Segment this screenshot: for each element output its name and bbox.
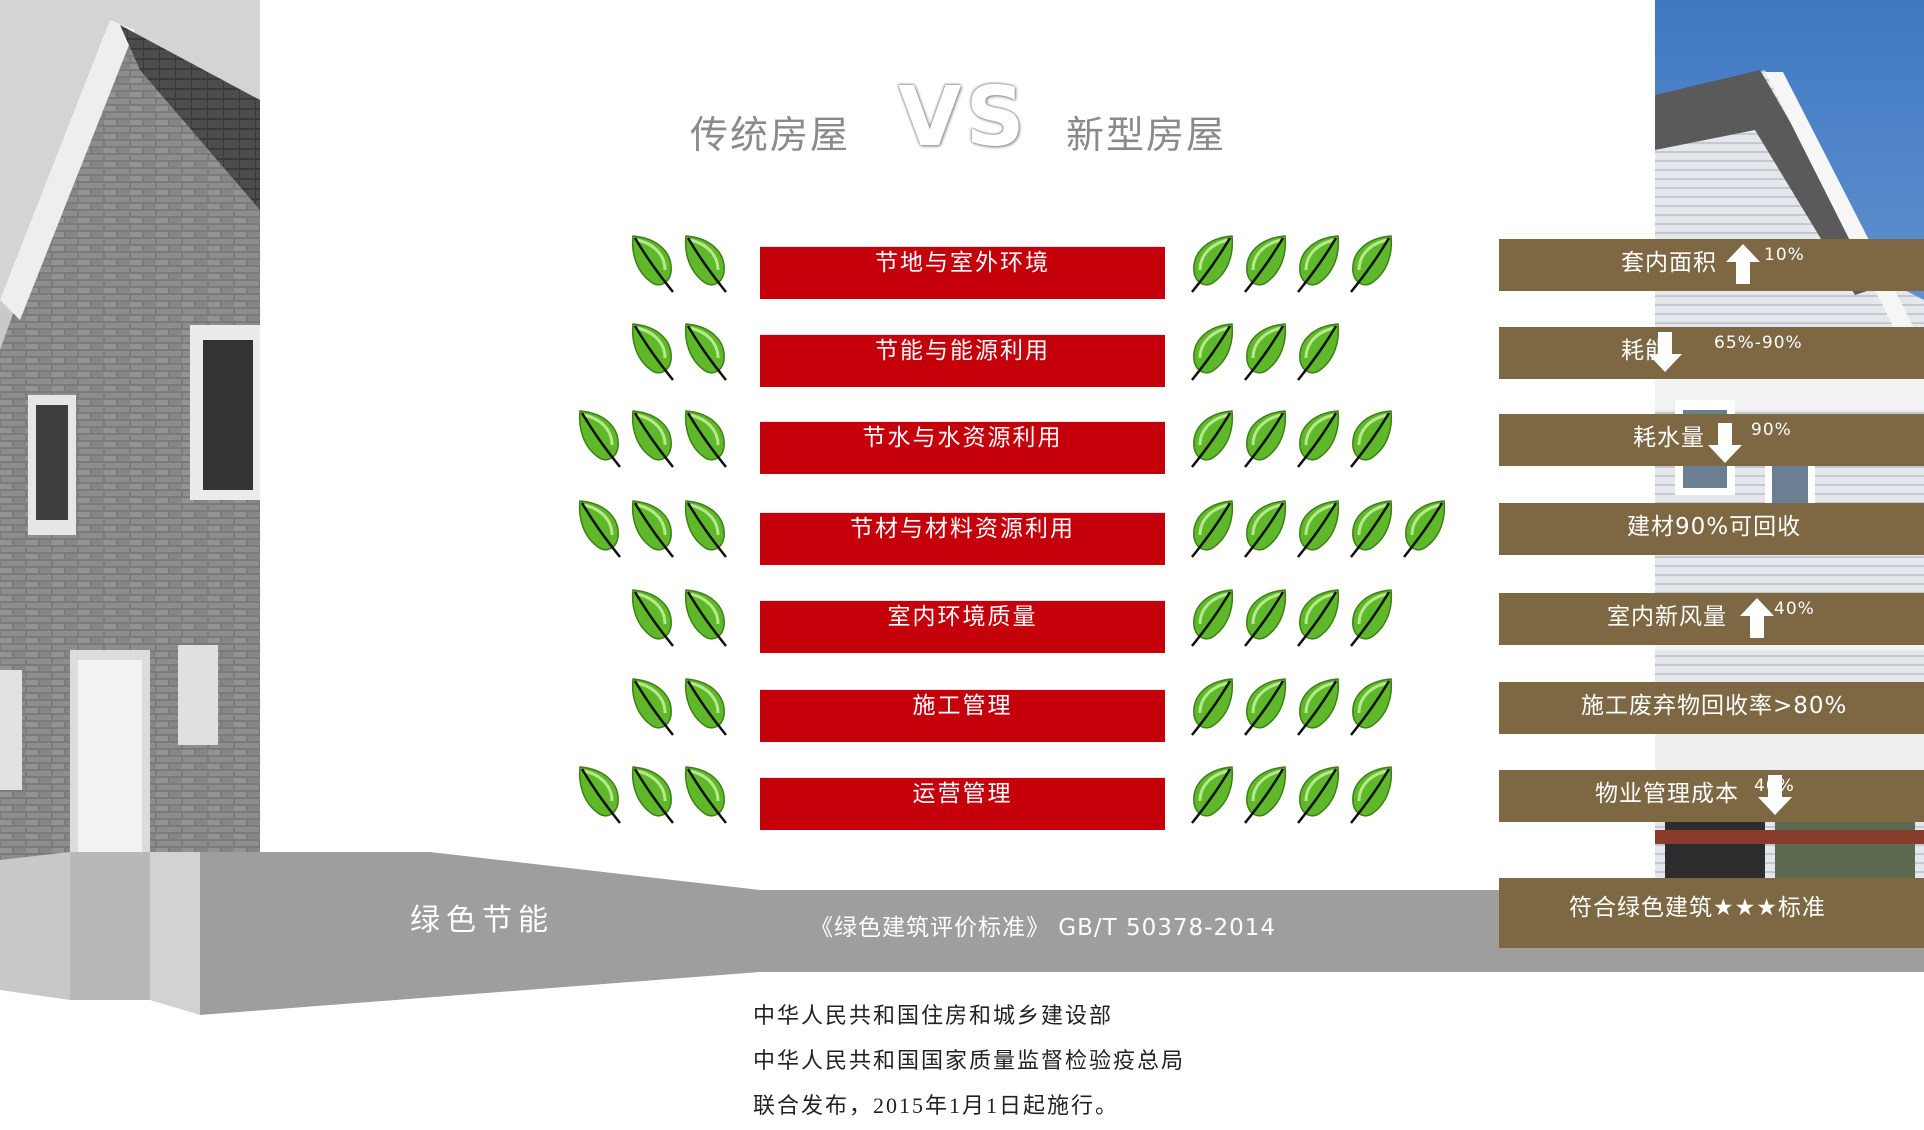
metric-bar: 耗水量 90%: [1499, 414, 1924, 466]
category-bar: 运营管理: [760, 777, 1165, 830]
category-label: 节地与室外环境: [875, 250, 1050, 276]
leaf-icon: [1191, 235, 1234, 293]
category-label: 室内环境质量: [887, 604, 1038, 630]
category-bar: 节能与能源利用: [760, 334, 1165, 387]
green-energy-banner: [0, 852, 1924, 1015]
category-label: 施工管理: [912, 693, 1013, 719]
arrow-up-icon: [1726, 244, 1760, 284]
leaf-icon: [1191, 323, 1234, 381]
leaf-icon: [1297, 766, 1340, 824]
leaf-icon: [684, 410, 727, 468]
leaf-icon: [1244, 678, 1287, 736]
leaf-icon: [631, 500, 674, 558]
leaf-icon: [1350, 235, 1393, 293]
metric-value: 65%-90%: [1714, 333, 1803, 353]
metric-bar: 物业管理成本 40%: [1499, 770, 1924, 822]
category-label: 节材与材料资源利用: [850, 516, 1075, 542]
leaf-icon: [578, 410, 621, 468]
leaf-icon: [1191, 500, 1234, 558]
certification-label: 符合绿色建筑★★★标准: [1569, 895, 1826, 921]
leaf-icon: [631, 766, 674, 824]
metric-value: 40%: [1774, 599, 1815, 619]
category-bar: 室内环境质量: [760, 600, 1165, 653]
metric-bar: 套内面积 10%: [1499, 239, 1924, 291]
arrow-down-icon: [1758, 775, 1792, 815]
leaf-icon: [1191, 678, 1234, 736]
category-label: 节水与水资源利用: [862, 425, 1063, 451]
vs-label: VS: [898, 70, 1029, 165]
publisher-line-1: 中华人民共和国住房和城乡建设部: [753, 1003, 1114, 1028]
leaf-icon: [1297, 678, 1340, 736]
leaf-icon: [1244, 235, 1287, 293]
arrow-down-icon: [1648, 332, 1682, 372]
leaf-icon: [1297, 500, 1340, 558]
metric-label: 施工废弃物回收率>80%: [1581, 693, 1848, 719]
metric-bar: 建材90%可回收: [1499, 503, 1924, 555]
leaf-icon: [1350, 500, 1393, 558]
leaf-icon: [1297, 589, 1340, 647]
leaf-icon: [631, 589, 674, 647]
metric-bar: 耗能 65%-90%: [1499, 327, 1924, 379]
leaf-icon: [684, 500, 727, 558]
category-bar: 节材与材料资源利用: [760, 512, 1165, 565]
leaf-icon: [1191, 766, 1234, 824]
certification-bar: 符合绿色建筑★★★标准: [1499, 878, 1924, 948]
green-energy-label: 绿色节能: [410, 903, 554, 938]
leaf-icon: [1350, 410, 1393, 468]
metric-value: 10%: [1764, 245, 1805, 265]
category-bar: 节水与水资源利用: [760, 421, 1165, 474]
leaf-icon: [578, 766, 621, 824]
category-label: 运营管理: [912, 781, 1013, 807]
leaf-icon: [1191, 589, 1234, 647]
leaf-icon: [1244, 766, 1287, 824]
publisher-line-2: 中华人民共和国国家质量监督检验疫总局: [753, 1048, 1186, 1073]
leaf-icon: [684, 766, 727, 824]
traditional-house-photo: [0, 0, 260, 870]
leaf-icon: [578, 500, 621, 558]
metric-label: 套内面积: [1621, 250, 1717, 276]
publisher-line-3: 联合发布，2015年1月1日起施行。: [753, 1093, 1120, 1118]
arrow-down-icon: [1708, 423, 1742, 463]
leaf-icon: [1403, 500, 1446, 558]
leaf-icon: [1297, 323, 1340, 381]
leaf-icon: [1297, 410, 1340, 468]
traditional-house-title: 传统房屋: [690, 113, 851, 157]
leaf-icon: [1244, 323, 1287, 381]
metric-label: 耗水量: [1633, 425, 1705, 451]
metric-label: 室内新风量: [1607, 604, 1727, 630]
category-label: 节能与能源利用: [875, 338, 1050, 364]
leaf-icon: [684, 589, 727, 647]
leaf-icon: [1350, 589, 1393, 647]
leaf-icon: [684, 323, 727, 381]
leaf-icon: [631, 235, 674, 293]
leaf-icon: [1350, 678, 1393, 736]
leaf-icon: [684, 678, 727, 736]
arrow-up-icon: [1740, 598, 1774, 638]
leaf-icon: [631, 678, 674, 736]
leaf-icon: [1350, 766, 1393, 824]
category-bar: 节地与室外环境: [760, 246, 1165, 299]
leaf-icon: [1244, 500, 1287, 558]
metric-value: 90%: [1751, 420, 1792, 440]
metric-bar: 室内新风量 40%: [1499, 593, 1924, 645]
metric-label: 建材90%可回收: [1627, 514, 1802, 540]
leaf-icon: [631, 410, 674, 468]
leaf-icon: [1297, 235, 1340, 293]
metric-label: 物业管理成本: [1595, 781, 1739, 807]
leaf-icon: [1191, 410, 1234, 468]
leaf-icon: [1244, 410, 1287, 468]
category-bar: 施工管理: [760, 689, 1165, 742]
leaf-icon: [1244, 589, 1287, 647]
new-house-title: 新型房屋: [1066, 113, 1227, 157]
leaf-icon: [684, 235, 727, 293]
standard-label: 《绿色建筑评价标准》 GB/T 50378-2014: [810, 915, 1277, 941]
leaf-icon: [631, 323, 674, 381]
metric-bar: 施工废弃物回收率>80%: [1499, 682, 1924, 734]
